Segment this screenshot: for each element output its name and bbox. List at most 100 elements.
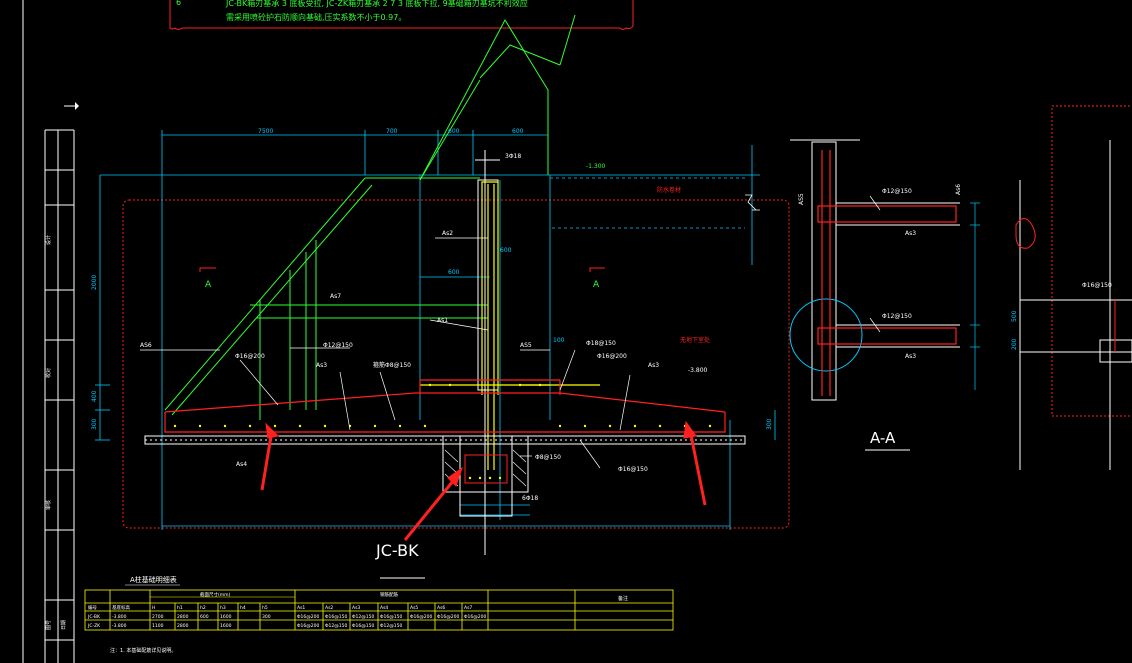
rebar-label: As4 [236, 461, 247, 468]
title-block [22, 0, 75, 663]
cursor-arrow-icon [64, 102, 79, 110]
rebar-label: As7 [330, 293, 341, 300]
table-column-header: 编号 [88, 604, 97, 611]
table-column-header: h4 [240, 605, 246, 611]
elevation-label: -3.800 [688, 367, 708, 374]
table-cell: -3.800 [112, 614, 127, 620]
footing-slab [164, 379, 726, 433]
table-cell: 600 [200, 614, 209, 620]
table-cell: 2700 [152, 614, 164, 620]
rebar-label: AS6 [140, 342, 152, 349]
section-rebar-label: As3 [905, 353, 916, 360]
table-cell: -3.800 [112, 623, 127, 629]
main-cloud-outline [122, 199, 790, 529]
dim-label: 700 [386, 128, 398, 135]
rebar-label: As2 [442, 230, 453, 237]
section-rebar-label: As3 [905, 230, 916, 237]
foundation-base [144, 435, 746, 517]
section-rebar-label: Φ12@150 [882, 188, 912, 195]
note-line-2: 需采用喷砼护石防顺向基础,压实系数不小于0.97。 [226, 12, 406, 22]
right-rebar-label: Φ16@150 [1082, 282, 1112, 289]
table-column-header: As7 [464, 605, 472, 611]
elevation-label: -1.300 [586, 163, 606, 170]
dim-label: 600 [448, 269, 460, 276]
dim-label: 300 [766, 418, 773, 430]
rebar-label: Φ16@150 [618, 466, 648, 473]
dim-label: 400 [91, 390, 98, 402]
table-column-header: h1 [177, 605, 183, 611]
table-cell: Φ12@150 [352, 614, 374, 620]
rebar-label: As3 [648, 362, 659, 369]
table-column-header: As4 [380, 605, 388, 611]
section-aa [789, 139, 980, 451]
table-cell: Φ16@200 [437, 614, 459, 620]
rebar-label: Φ16@200 [235, 353, 265, 360]
hatch [444, 449, 527, 487]
dim-label: 100 [553, 337, 565, 344]
detail-table [84, 589, 674, 631]
table-cell: Φ16@200 [297, 614, 319, 620]
dim-label: 600 [448, 128, 460, 135]
rebar-label: Φ16@200 [597, 353, 627, 360]
table-cell: 2800 [177, 623, 189, 629]
title-block-cell: 图号 [46, 620, 52, 630]
table-column-header: As3 [352, 605, 360, 611]
title-block-cell: 审核 [45, 500, 52, 510]
dim-label: 7500 [258, 128, 273, 135]
red-note: 无地下室处 [680, 336, 710, 344]
column-rebar [420, 181, 600, 470]
drawing-title: JC-BK [375, 541, 419, 560]
title-block-cell: 日期 [61, 620, 67, 630]
table-title: A柱基础明细表 [130, 575, 177, 584]
table-cell: Φ16@150 [352, 623, 374, 629]
rebar-label: Φ12@150 [323, 342, 353, 349]
section-label: A [205, 280, 212, 290]
note-line-1: JC-BK箱刃基承 3 底板受拉, JC-ZK箱刃基承 2 7 3 底板下拉, … [225, 0, 528, 8]
table-cell: Φ16@150 [325, 614, 347, 620]
section-rebar-label: Φ12@150 [882, 313, 912, 320]
dim-label: 300 [91, 418, 98, 430]
break-symbol [745, 194, 760, 211]
section-rebar-label: AS5 [798, 193, 805, 205]
table-note: 注：1. 本基础配筋详见说明。 [110, 647, 176, 654]
table-cell: 300 [262, 614, 271, 620]
rebar-label: 3Φ18 [505, 153, 521, 160]
title-block-cell: 校对 [45, 368, 52, 378]
table-cell: 1600 [220, 614, 232, 620]
note-box [169, 0, 634, 30]
rebar-label: Φ18@150 [586, 340, 616, 347]
note-number: 6 [176, 0, 181, 7]
dimension-lines [95, 130, 776, 530]
table-column-header: 基底标高 [112, 604, 130, 611]
red-arrows [260, 420, 707, 541]
table-cell: Φ12@150 [380, 623, 402, 629]
dim-label: 600 [500, 247, 512, 254]
table-column-header: As2 [325, 605, 333, 611]
table-cell: 2800 [177, 614, 189, 620]
rebar-label: As3 [316, 362, 327, 369]
table-cell: Φ16@150 [380, 614, 402, 620]
section-markers [199, 267, 605, 272]
pit-rebar [464, 454, 508, 484]
table-column-header: h3 [220, 605, 226, 611]
leaders [140, 237, 631, 469]
table-column-header: As5 [410, 605, 418, 611]
section-label: A [593, 280, 600, 290]
rebar-label: AS5 [520, 342, 532, 349]
table-column-header: h5 [262, 605, 268, 611]
table-cell: 1100 [152, 623, 164, 629]
table-header-group: 钢筋配筋 [380, 591, 398, 598]
rebar-label: Φ8@150 [535, 454, 561, 461]
table-cell: Φ12@150 [325, 623, 347, 629]
table-cell: JC-BK [87, 614, 101, 620]
right-dim-label: 500 [1011, 310, 1018, 322]
dim-label: 2000 [91, 275, 98, 290]
table-column-header: As1 [297, 605, 305, 611]
table-column-header: As6 [437, 605, 445, 611]
right-partial-drawing [1015, 105, 1132, 470]
table-cell: JC-ZK [87, 623, 101, 629]
red-note: 防水卷材 [657, 186, 681, 194]
table-cell: Φ16@200 [410, 614, 432, 620]
rebar-label: As1 [437, 317, 448, 324]
